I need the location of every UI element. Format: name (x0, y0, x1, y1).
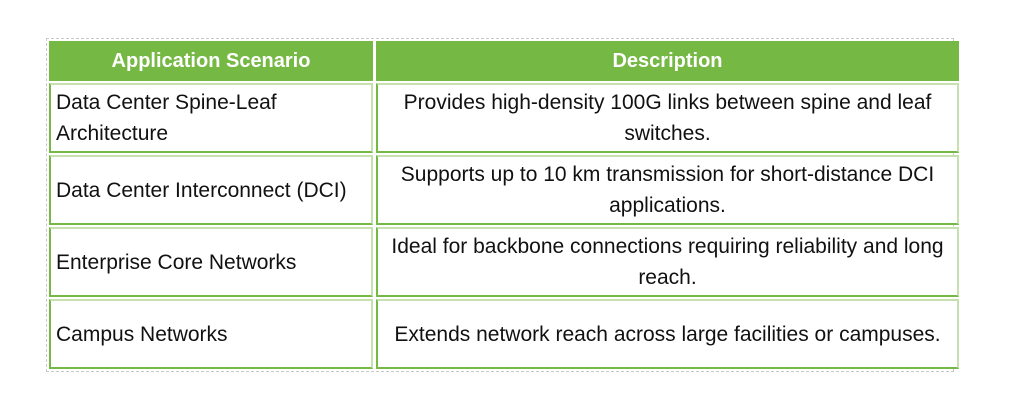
scenario-cell: Data Center Interconnect (DCI) (49, 155, 373, 225)
table-header-row: Application Scenario Description (49, 41, 959, 81)
table-row: Enterprise Core Networks Ideal for backb… (49, 227, 959, 297)
header-application-scenario: Application Scenario (49, 41, 373, 81)
table-row: Campus Networks Extends network reach ac… (49, 299, 959, 369)
scenario-cell: Enterprise Core Networks (49, 227, 373, 297)
header-description: Description (376, 41, 959, 81)
description-cell: Provides high-density 100G links between… (376, 83, 959, 153)
application-scenarios-table: Application Scenario Description Data Ce… (46, 39, 962, 371)
description-cell: Extends network reach across large facil… (376, 299, 959, 369)
table-row: Data Center Spine-Leaf Architecture Prov… (49, 83, 959, 153)
description-cell: Ideal for backbone connections requiring… (376, 227, 959, 297)
scenario-cell: Data Center Spine-Leaf Architecture (49, 83, 373, 153)
table-row: Data Center Interconnect (DCI) Supports … (49, 155, 959, 225)
scenario-cell: Campus Networks (49, 299, 373, 369)
description-cell: Supports up to 10 km transmission for sh… (376, 155, 959, 225)
